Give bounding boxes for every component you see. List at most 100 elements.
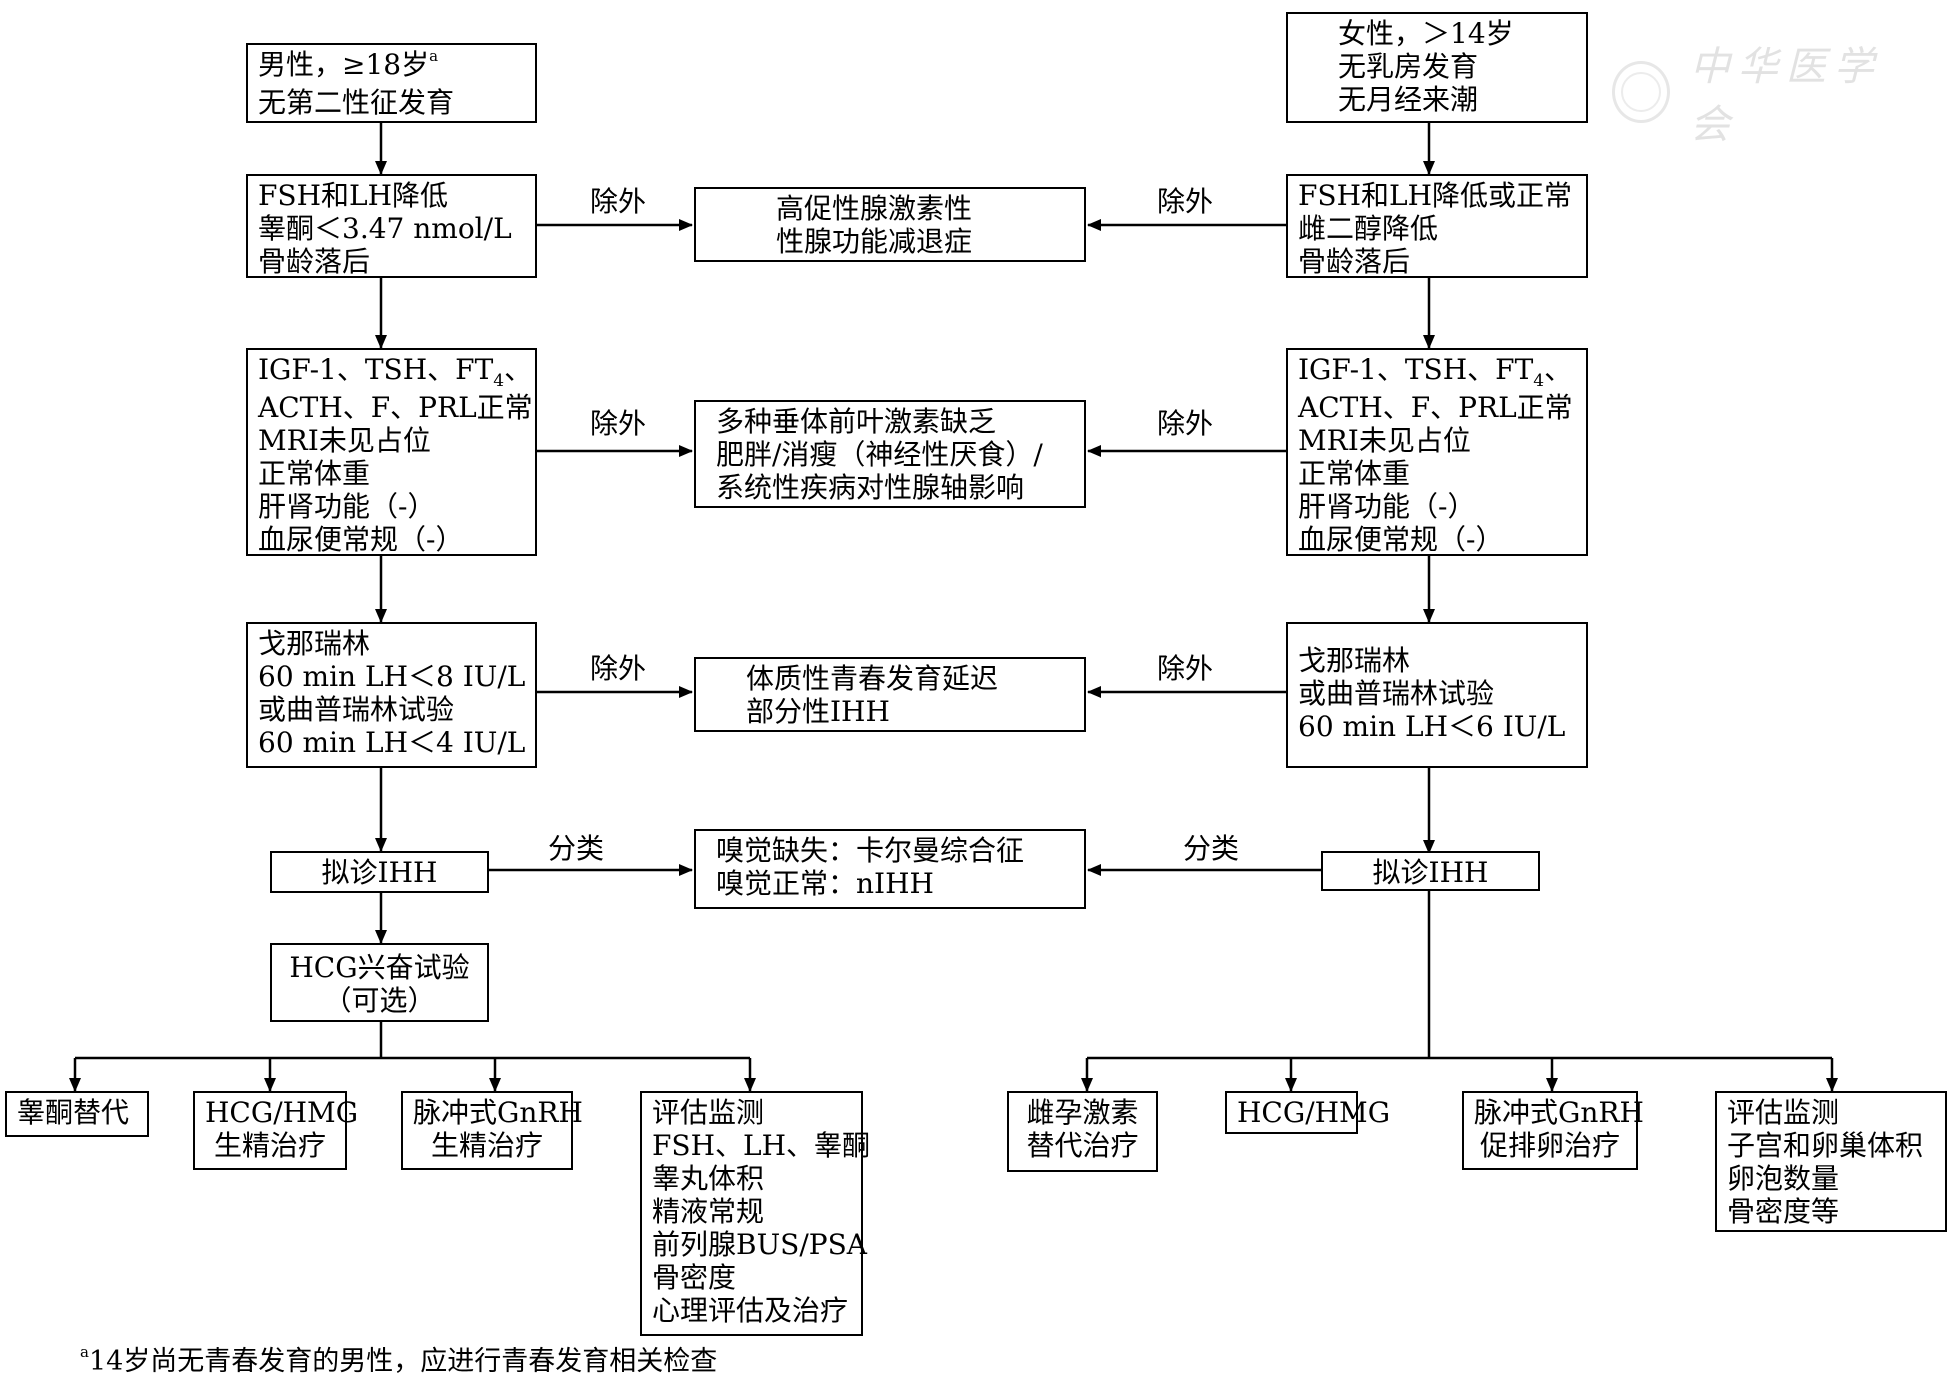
watermark-text: 中华医学会 (1689, 44, 1882, 148)
female-monitoring-line: 评估监测 (1727, 1096, 1840, 1129)
footnote-text: 14岁尚无青春发育的男性，应进行青春发育相关检查 (88, 1346, 718, 1377)
female-start-line: 女性，＞14岁 (1338, 17, 1514, 50)
female-monitoring-line: 骨密度等 (1727, 1195, 1840, 1228)
male-hormone-line: 睾酮＜3.47 nmol/L (258, 212, 512, 245)
female-diagnosis-box: 拟诊IHH (1321, 851, 1540, 891)
edge-label-exclude: 除外 (590, 652, 647, 685)
constitutional-line: 体质性青春发育延迟 (746, 662, 999, 695)
male-exclusion-line: MRI未见占位 (258, 424, 431, 457)
hypergonadotropic-line: 高促性腺激素性 (776, 192, 973, 225)
seal-icon (1612, 61, 1670, 123)
edge-label-exclude: 除外 (1157, 407, 1214, 440)
footnote-mark: a (80, 1343, 89, 1361)
female-stimulation-line: 60 min LH＜6 IU/L (1298, 710, 1566, 743)
edge-label-classify: 分类 (548, 832, 605, 865)
male-treatment-testosterone: 睾酮替代 (5, 1091, 149, 1137)
hcg-test-box: HCG兴奋试验 （可选） (270, 943, 489, 1022)
female-treatment-line: 替代治疗 (1026, 1129, 1139, 1162)
female-treatment-monitoring: 评估监测 子宫和卵巢体积 卵泡数量 骨密度等 (1715, 1091, 1947, 1232)
male-exclusion-line: ACTH、F、PRL正常 (258, 391, 533, 424)
female-treatment-line: 促排卵治疗 (1479, 1129, 1620, 1162)
hypergonadotropic-box: 高促性腺激素性 性腺功能减退症 (694, 187, 1086, 262)
male-stimulation-test-box: 戈那瑞林 60 min LH＜8 IU/L 或曲普瑞林试验 60 min LH＜… (246, 622, 537, 768)
male-hormone-line: FSH和LH降低 (258, 179, 449, 212)
male-treatment-line: 生精治疗 (213, 1129, 326, 1162)
male-diagnosis-label: 拟诊IHH (321, 856, 438, 889)
other-causes-line: 系统性疾病对性腺轴影响 (716, 471, 1025, 504)
male-stimulation-line: 或曲普瑞林试验 (258, 693, 455, 726)
male-start-line2: 无第二性征发育 (258, 86, 455, 119)
edge-label-exclude: 除外 (1157, 652, 1214, 685)
female-treatment-estrogen-progestin: 雌孕激素 替代治疗 (1007, 1091, 1158, 1172)
female-exclusion-line: ACTH、F、PRL正常 (1298, 391, 1573, 424)
male-monitoring-line: 前列腺BUS/PSA (652, 1228, 868, 1261)
male-treatment-gnrh: 脉冲式GnRH 生精治疗 (401, 1091, 583, 1170)
male-monitoring-line: 骨密度 (652, 1261, 737, 1294)
male-monitoring-line: 精液常规 (652, 1195, 765, 1228)
female-exclusion-line: 肝肾功能（-） (1298, 490, 1476, 523)
male-monitoring-line: FSH、LH、睾酮 (652, 1129, 871, 1162)
other-causes-line: 多种垂体前叶激素缺乏 (716, 405, 997, 438)
edge-label-classify: 分类 (1183, 832, 1240, 865)
edge-label-exclude: 除外 (1157, 185, 1214, 218)
male-stimulation-line: 60 min LH＜4 IU/L (258, 726, 526, 759)
male-monitoring-line: 心理评估及治疗 (652, 1294, 849, 1327)
male-treatment-line: 脉冲式GnRH (413, 1096, 583, 1129)
constitutional-line: 部分性IHH (746, 695, 890, 728)
male-start-footnote-mark: a (429, 47, 439, 65)
female-stimulation-test-box: 戈那瑞林 或曲普瑞林试验 60 min LH＜6 IU/L (1286, 622, 1588, 768)
female-start-line: 无月经来潮 (1338, 83, 1479, 116)
female-treatment-line: 脉冲式GnRH (1474, 1096, 1644, 1129)
constitutional-delay-box: 体质性青春发育延迟 部分性IHH (694, 657, 1086, 732)
classification-line: 嗅觉正常：nIHH (716, 867, 934, 900)
female-exclusion-tests-box: IGF-1、TSH、FT4、 ACTH、F、PRL正常 MRI未见占位 正常体重… (1286, 348, 1588, 556)
female-exclusion-line: MRI未见占位 (1298, 424, 1471, 457)
edge-label-exclude: 除外 (590, 407, 647, 440)
male-hormone-box: FSH和LH降低 睾酮＜3.47 nmol/L 骨龄落后 (246, 174, 537, 278)
hcg-test-line: HCG兴奋试验 (289, 951, 470, 984)
male-treatment-line: HCG/HMG (205, 1096, 359, 1129)
female-hormone-line: FSH和LH降低或正常 (1298, 179, 1573, 212)
female-hormone-box: FSH和LH降低或正常 雌二醇降低 骨龄落后 (1286, 174, 1588, 278)
male-stimulation-line: 戈那瑞林 (258, 627, 371, 660)
footnote: a14岁尚无青春发育的男性，应进行青春发育相关检查 (80, 1343, 718, 1381)
male-exclusion-line-end: 、 (504, 353, 533, 386)
classification-line: 嗅觉缺失：卡尔曼综合征 (716, 834, 1025, 867)
male-exclusion-tests-box: IGF-1、TSH、FT4、 ACTH、F、PRL正常 MRI未见占位 正常体重… (246, 348, 537, 556)
female-exclusion-line: IGF-1、TSH、FT (1298, 353, 1534, 386)
male-treatment-hcg-hmg: HCG/HMG 生精治疗 (193, 1091, 359, 1170)
other-causes-box: 多种垂体前叶激素缺乏 肥胖/消瘦（神经性厌食）/ 系统性疾病对性腺轴影响 (694, 400, 1086, 508)
male-treatment-monitoring: 评估监测 FSH、LH、睾酮 睾丸体积 精液常规 前列腺BUS/PSA 骨密度 … (640, 1091, 871, 1336)
male-stimulation-line: 60 min LH＜8 IU/L (258, 660, 526, 693)
male-start-line1: 男性，≥18岁 (258, 48, 430, 81)
male-exclusion-subscript: 4 (493, 371, 505, 391)
female-treatment-line: HCG/HMG (1237, 1096, 1391, 1129)
female-exclusion-subscript: 4 (1533, 371, 1545, 391)
female-exclusion-line-end: 、 (1544, 353, 1573, 386)
female-monitoring-line: 子宫和卵巢体积 (1727, 1129, 1924, 1162)
female-treatment-gnrh: 脉冲式GnRH 促排卵治疗 (1462, 1091, 1644, 1170)
male-exclusion-line: 血尿便常规（-） (258, 523, 464, 556)
edge-label-exclude: 除外 (590, 185, 647, 218)
male-exclusion-line: 正常体重 (258, 457, 371, 490)
male-treatment-line: 睾酮替代 (17, 1096, 130, 1129)
female-stimulation-line: 戈那瑞林 (1298, 644, 1411, 677)
female-monitoring-line: 卵泡数量 (1727, 1162, 1840, 1195)
female-start-line: 无乳房发育 (1338, 50, 1479, 83)
classification-box: 嗅觉缺失：卡尔曼综合征 嗅觉正常：nIHH (694, 829, 1086, 909)
hypergonadotropic-line: 性腺功能减退症 (776, 225, 973, 258)
other-causes-line: 肥胖/消瘦（神经性厌食）/ (716, 438, 1043, 471)
female-treatment-hcg-hmg: HCG/HMG (1225, 1091, 1391, 1134)
female-exclusion-line: 正常体重 (1298, 457, 1411, 490)
male-diagnosis-box: 拟诊IHH (270, 851, 489, 893)
male-exclusion-line: IGF-1、TSH、FT (258, 353, 494, 386)
male-exclusion-line: 肝肾功能（-） (258, 490, 436, 523)
female-diagnosis-label: 拟诊IHH (1372, 856, 1489, 889)
female-stimulation-line: 或曲普瑞林试验 (1298, 677, 1495, 710)
female-treatment-line: 雌孕激素 (1026, 1096, 1139, 1129)
male-monitoring-line: 评估监测 (652, 1096, 765, 1129)
publisher-watermark: 中华医学会 (1612, 44, 1912, 148)
male-monitoring-line: 睾丸体积 (652, 1162, 765, 1195)
female-hormone-line: 雌二醇降低 (1298, 212, 1439, 245)
